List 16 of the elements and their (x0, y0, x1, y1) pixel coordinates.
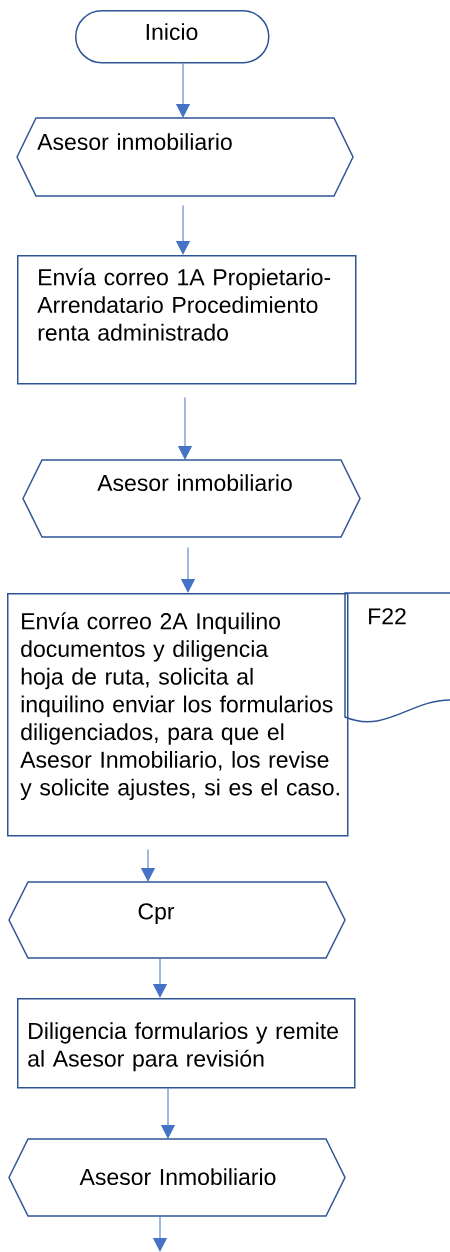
display-hexagon: Asesor inmobiliario (16, 117, 354, 197)
arrow (141, 849, 155, 882)
arrow (178, 397, 192, 460)
arrow (153, 957, 167, 998)
arrow (181, 546, 195, 593)
arrow (161, 1088, 175, 1139)
arrow (176, 63, 190, 118)
start-terminator: Inicio (75, 10, 270, 64)
process-box: Envía correo 2A Inquilino documentos y diligencia hoja de ruta, solicita al inquilino enviar los formularios diligenciados, para que el Asesor Inmobiliario, los revise y solicite ajustes, si es el caso. (7, 593, 349, 837)
display-hexagon: Asesor Inmobiliario (8, 1138, 346, 1217)
arrow (153, 1215, 167, 1252)
display-hexagon: Cpr (8, 881, 346, 959)
process-box: Envía correo 1A Propietario-Arrendatario Procedimiento renta administrado (17, 255, 357, 385)
display-hexagon: Asesor inmobiliario (22, 459, 361, 538)
arrow (176, 204, 190, 255)
process-box: Diligencia formularios y remite al Asesor para revisión (17, 998, 356, 1089)
